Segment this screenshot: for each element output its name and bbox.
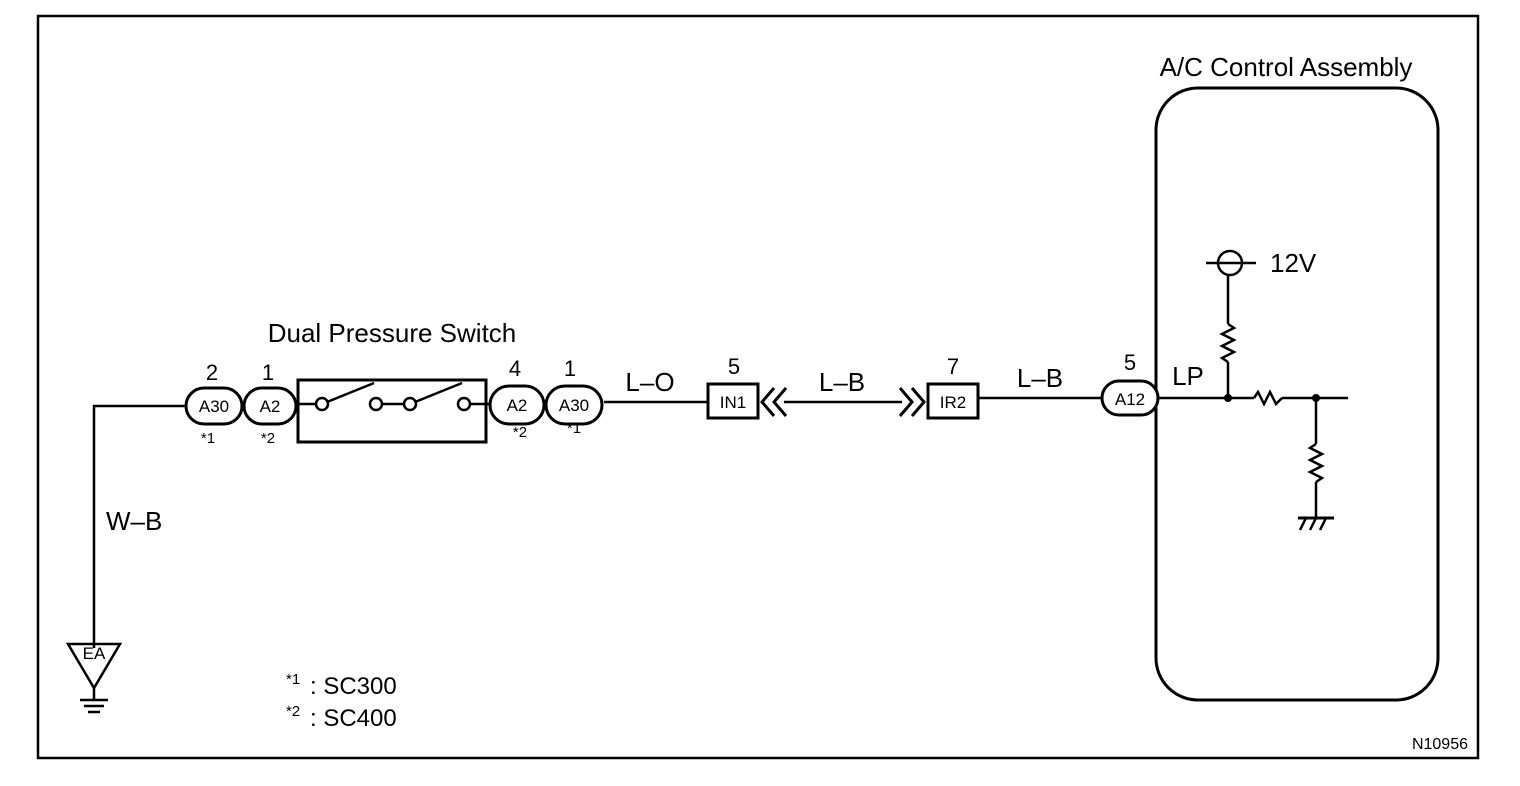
legend-sc400: *2 : SC400: [286, 703, 397, 732]
connector-left-a2-pin: 1: [262, 360, 274, 385]
connector-left-a2: [242, 386, 298, 426]
legend-sc400-marker: *2: [286, 703, 300, 720]
connector-in1-id: IN1: [720, 393, 746, 412]
connector-in1-pin: 5: [728, 354, 740, 379]
ecu-internal-circuit: [1158, 276, 1348, 518]
ground-wire: [92, 404, 188, 648]
wire-l-b-2-label: L–B: [1017, 363, 1063, 393]
connector-ir2-pin: 7: [947, 354, 959, 379]
connector-left-a30-pin: 2: [206, 360, 218, 385]
wire-l-b-1-label: L–B: [819, 367, 865, 397]
ground-label: EA: [83, 644, 106, 663]
connector-left-a30-id: A30: [199, 397, 229, 416]
power-supply-icon: [1206, 249, 1256, 277]
connector-right-a30-pin: 1: [564, 356, 576, 381]
wire-l-o-label: L–O: [625, 367, 674, 397]
connector-right-a2-pin: 4: [509, 356, 521, 381]
connector-chevron-left-icon: [760, 387, 788, 417]
terminal-lp-label: LP: [1172, 361, 1204, 391]
connector-chevron-right-icon: [898, 387, 926, 417]
chassis-ground-icon: [1298, 516, 1334, 531]
figure-id: N10956: [1412, 736, 1468, 753]
supply-label: 12V: [1270, 248, 1317, 278]
ac-control-assembly-box: [1154, 86, 1440, 702]
connector-left-a2-id: A2: [260, 397, 281, 416]
legend-sc300-text: : SC300: [310, 673, 397, 700]
switch-title: Dual Pressure Switch: [268, 318, 517, 348]
legend-sc300-marker: *1: [286, 671, 300, 688]
ground-ea-icon: [65, 642, 123, 714]
connector-left-a2-note: *2: [261, 430, 275, 447]
connector-a12-id: A12: [1115, 390, 1145, 409]
connector-right-a30-note: *1: [567, 420, 581, 437]
dual-pressure-switch: [296, 378, 490, 444]
connector-ir2-id: IR2: [940, 393, 966, 412]
connector-right-a30-id: A30: [559, 396, 589, 415]
connector-in1: [706, 382, 760, 420]
connector-right-a2: [488, 384, 546, 426]
legend-sc300: *1 : SC300: [286, 671, 397, 700]
connector-right-a2-note: *2: [513, 424, 527, 441]
connector-right-a2-id: A2: [507, 396, 528, 415]
ground-wire-label: W–B: [106, 506, 162, 536]
connector-left-a30-note: *1: [201, 430, 215, 447]
connector-right-a30: [544, 384, 604, 426]
connector-left-a30: [184, 386, 244, 426]
ecu-title: A/C Control Assembly: [1160, 52, 1413, 82]
diagram-frame: [36, 14, 1480, 760]
connector-ir2: [926, 382, 980, 420]
connector-a12-pin: 5: [1124, 350, 1136, 375]
legend-sc400-text: : SC400: [310, 705, 397, 732]
